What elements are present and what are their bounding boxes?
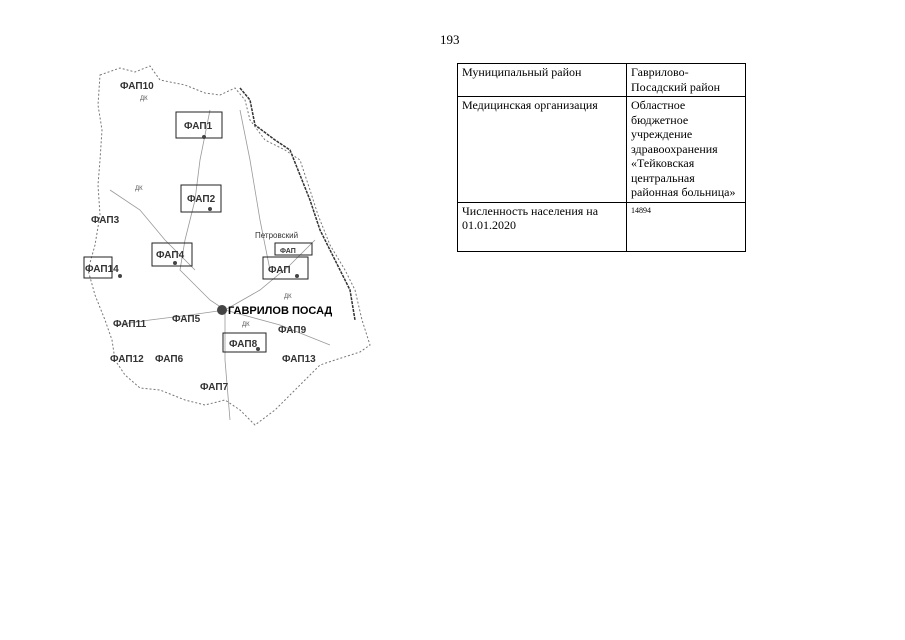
fap-label: ФАП7 [200, 382, 229, 393]
row-label: Муниципальный район [457, 63, 627, 97]
district-info-table: Муниципальный район Гаврилово-Посадский … [457, 63, 746, 252]
fap-box-4 [151, 242, 193, 267]
fap-label: ФАП8 [229, 339, 258, 350]
fap-label: ФАП [280, 248, 296, 255]
dk-label: ДК [135, 186, 143, 192]
city-label: ГАВРИЛОВ ПОСАД [228, 305, 332, 317]
dk-label: ДК [140, 96, 148, 102]
fap-label: ФАП [268, 265, 291, 276]
row-label: Численность населения на 01.01.2020 [457, 201, 627, 252]
fap-box-8 [222, 332, 267, 353]
row-value: Областное бюджетное учреждение здравоохр… [626, 96, 746, 203]
fap-label: ФАП14 [85, 264, 119, 275]
fap-box-petrovsky [274, 242, 313, 256]
table-row: Медицинская организация Областное бюджет… [457, 96, 746, 203]
fap-label: ФАП2 [187, 194, 216, 205]
table-row: Численность населения на 01.01.2020 1489… [457, 201, 746, 252]
city-marker [217, 305, 227, 315]
fap-box-1 [175, 111, 223, 139]
fap-label: ФАП6 [155, 354, 184, 365]
row-value: Гаврилово-Посадский район [626, 63, 746, 97]
fap-label: ФАП13 [282, 354, 316, 365]
fap-label: ФАП9 [278, 325, 307, 336]
table-row: Муниципальный район Гаврилово-Посадский … [457, 63, 746, 97]
fap-label: ФАП1 [184, 121, 213, 132]
fap-label: ФАП3 [91, 215, 120, 226]
fap-box-east [262, 256, 309, 280]
fap-label: ФАП11 [113, 319, 147, 330]
dk-label: ДК [284, 294, 292, 300]
fap-label: ФАП4 [156, 250, 185, 261]
fap-label: ФАП5 [172, 314, 201, 325]
district-map: ФАП1 ФАП2 ФАП3 ФАП4 ФАП5 ФАП6 ФАП7 ФАП8 … [83, 65, 371, 426]
settlement-label: Петровский [255, 231, 298, 240]
fap-label: ФАП10 [120, 81, 154, 92]
dk-label: ДК [242, 322, 250, 328]
fap-box-2 [180, 184, 222, 213]
fap-box-west [83, 256, 113, 279]
page-number: 193 [440, 32, 460, 47]
row-label: Медицинская организация [457, 96, 627, 203]
row-value: 14894 [626, 201, 746, 252]
fap-label: ФАП12 [110, 354, 144, 365]
